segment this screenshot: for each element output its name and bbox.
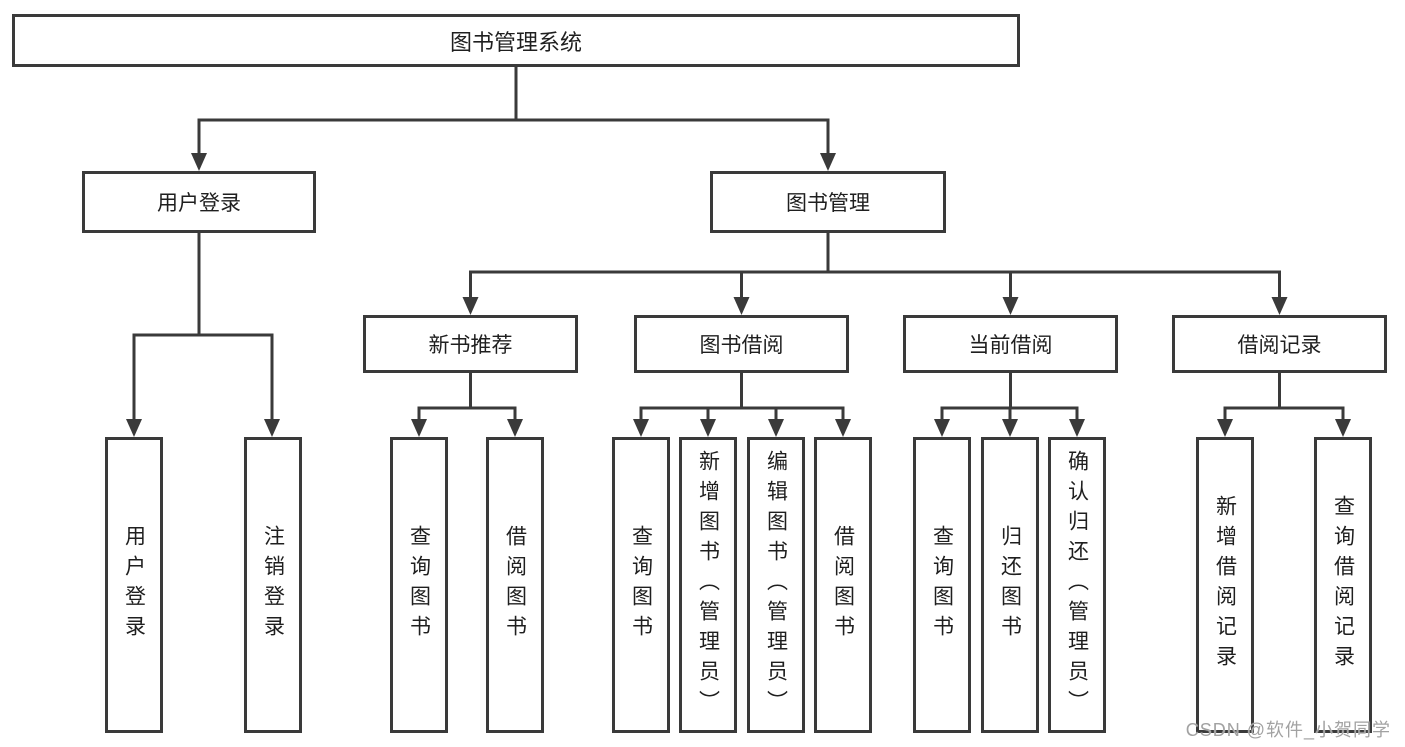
node-label: 新增借阅记录 — [1213, 495, 1237, 675]
node-label: 新书推荐 — [428, 334, 513, 357]
node-label: 确认归还（管理员） — [1065, 450, 1089, 720]
arrowhead-icon — [1002, 419, 1018, 437]
node-new-book-recommend: 新书推荐 — [363, 315, 578, 373]
connector-level2 — [197, 118, 830, 157]
arrowhead-icon — [633, 419, 649, 437]
node-current-borrowing: 当前借阅 — [903, 315, 1118, 373]
connector-level3 — [469, 270, 1281, 301]
leaf-add-books-admin: 新增图书（管理员） — [679, 437, 737, 733]
node-borrow-records: 借阅记录 — [1172, 315, 1387, 373]
leaf-query-books-3: 查询图书 — [913, 437, 971, 733]
arrowhead-icon — [264, 419, 280, 437]
node-label: 借阅图书 — [503, 525, 527, 645]
node-label: 编辑图书（管理员） — [764, 450, 788, 720]
arrowhead-icon — [507, 419, 523, 437]
node-book-borrowing: 图书借阅 — [634, 315, 849, 373]
leaf-add-borrow-record: 新增借阅记录 — [1196, 437, 1254, 733]
arrowhead-icon — [1335, 419, 1351, 437]
node-label: 查询借阅记录 — [1331, 495, 1355, 675]
leaf-query-books-2: 查询图书 — [612, 437, 670, 733]
leaf-return-books: 归还图书 — [981, 437, 1039, 733]
arrowhead-icon — [733, 297, 750, 315]
leaf-borrow-books-2: 借阅图书 — [814, 437, 872, 733]
arrowhead-icon — [1271, 297, 1288, 315]
arrowhead-icon — [934, 419, 950, 437]
leaf-edit-books-admin: 编辑图书（管理员） — [747, 437, 805, 733]
arrowhead-icon — [820, 153, 836, 171]
csdn-watermark: CSDN @软件_小贺同学 — [1185, 720, 1391, 740]
arrowhead-icon — [1002, 297, 1019, 315]
node-label: 当前借阅 — [968, 334, 1053, 357]
node-label: 归还图书 — [998, 525, 1022, 645]
node-book-management: 图书管理 — [710, 171, 946, 233]
leaf-query-books-1: 查询图书 — [390, 437, 448, 733]
arrowhead-icon — [411, 419, 427, 437]
leaf-logout: 注销登录 — [244, 437, 302, 733]
arrowhead-icon — [835, 419, 851, 437]
node-label: 借阅记录 — [1237, 334, 1322, 357]
node-label: 图书管理 — [786, 192, 870, 215]
arrowhead-icon — [462, 297, 479, 315]
arrowhead-icon — [700, 419, 716, 437]
node-label: 注销登录 — [261, 525, 285, 645]
connector-userlogin-children — [132, 333, 274, 423]
node-label: 用户登录 — [122, 525, 146, 645]
arrowhead-icon — [191, 153, 207, 171]
node-label: 查询图书 — [930, 525, 954, 645]
arrowhead-icon — [1217, 419, 1233, 437]
connector-newbook-children — [417, 406, 517, 423]
node-label: 图书管理系统 — [449, 29, 582, 55]
node-label: 查询图书 — [407, 525, 431, 645]
leaf-confirm-return-admin: 确认归还（管理员） — [1048, 437, 1106, 733]
node-library-management-system: 图书管理系统 — [12, 14, 1020, 67]
arrowhead-icon — [768, 419, 784, 437]
node-label: 新增图书（管理员） — [696, 450, 720, 720]
leaf-query-borrow-record: 查询借阅记录 — [1314, 437, 1372, 733]
connector-borrowing-children — [639, 406, 845, 423]
node-user-login: 用户登录 — [82, 171, 316, 233]
leaf-borrow-books-1: 借阅图书 — [486, 437, 544, 733]
leaf-user-login: 用户登录 — [105, 437, 163, 733]
node-label: 用户登录 — [157, 192, 241, 215]
arrowhead-icon — [126, 419, 142, 437]
arrowhead-icon — [1069, 419, 1085, 437]
node-label: 查询图书 — [629, 525, 653, 645]
node-label: 借阅图书 — [831, 525, 855, 645]
connector-records-children — [1223, 406, 1345, 423]
node-label: 图书借阅 — [699, 334, 784, 357]
